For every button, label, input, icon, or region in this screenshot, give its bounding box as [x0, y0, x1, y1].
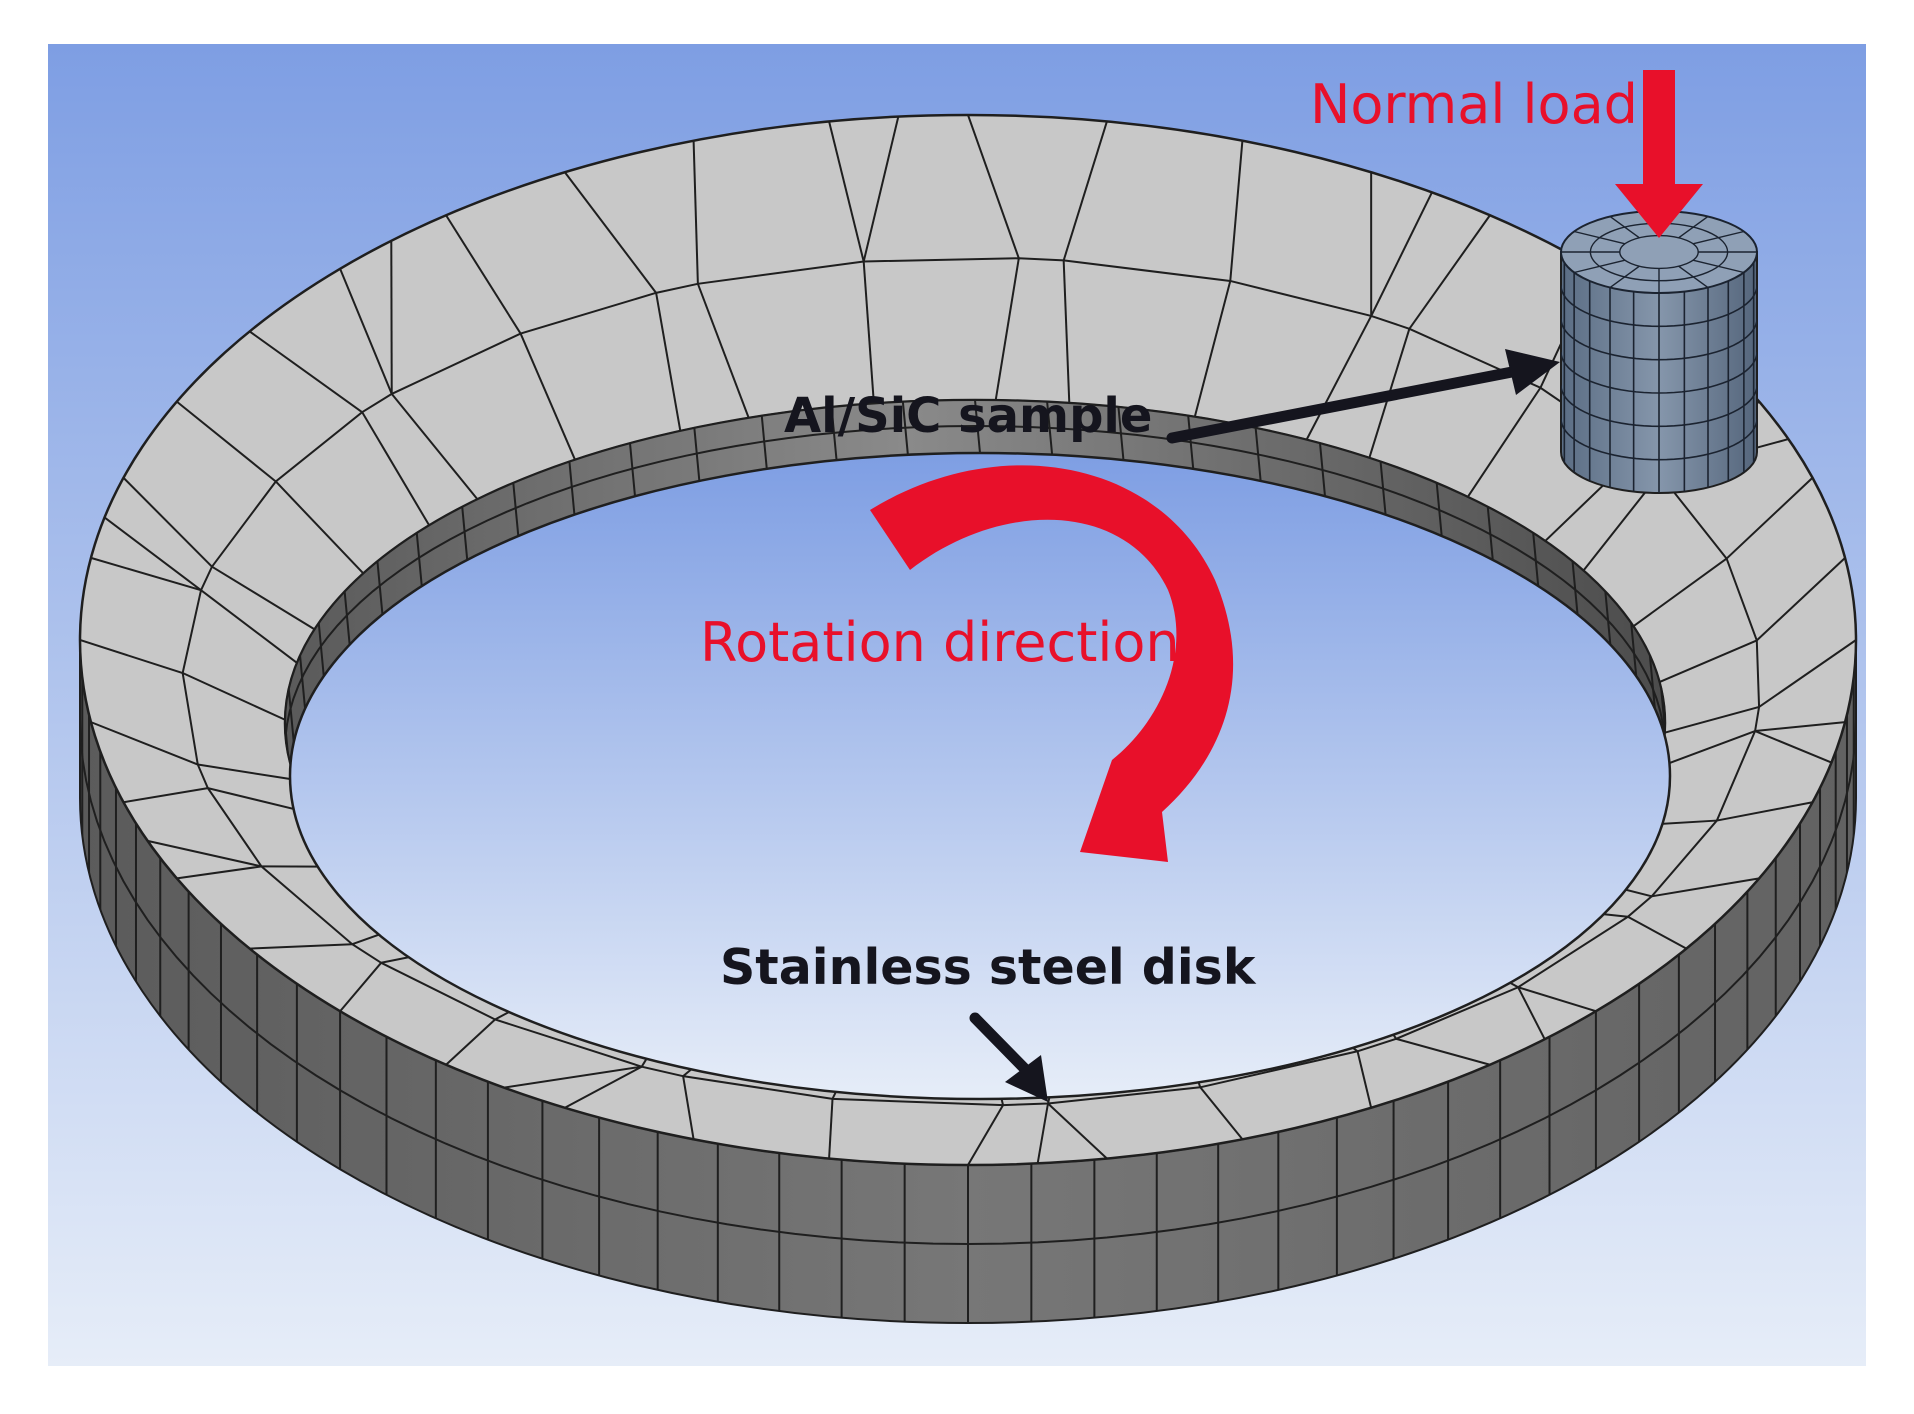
disk-center-hole — [288, 451, 1672, 1101]
rotation-arrow — [870, 465, 1234, 862]
sample-cylinder — [1560, 210, 1758, 494]
normal-load-label: Normal load — [1310, 73, 1638, 136]
sample-pointer-arrow — [1166, 349, 1560, 444]
disk-outer-wall — [79, 639, 1857, 1324]
disk-pointer-arrow — [969, 1012, 1048, 1102]
normal-load-arrow — [1615, 70, 1703, 238]
rotation-direction-label: Rotation direction — [700, 611, 1180, 674]
disk-label: Stainless steel disk — [720, 939, 1256, 996]
sample-label: Al/SiC sample — [784, 388, 1153, 444]
